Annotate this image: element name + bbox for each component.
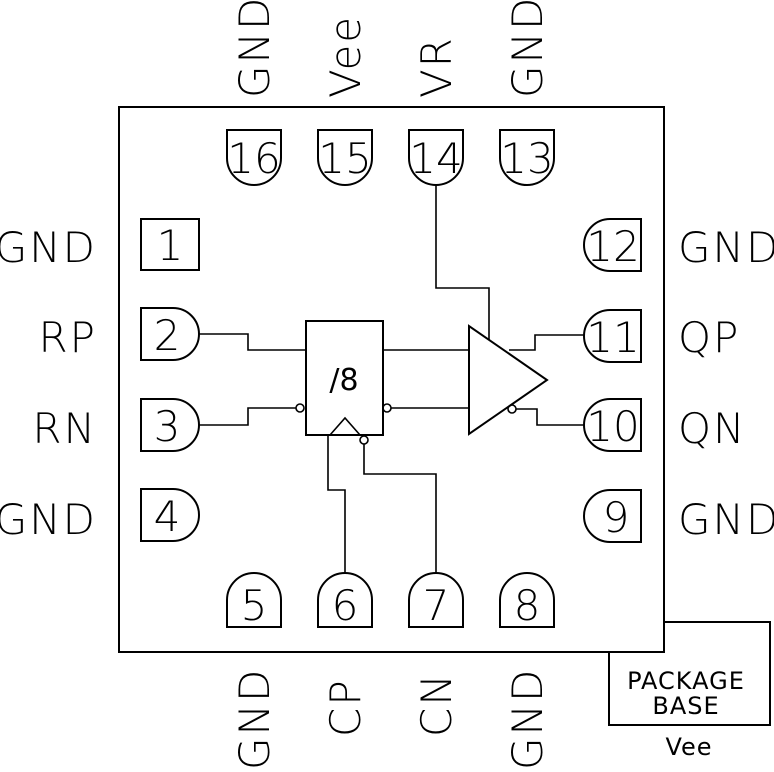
package-base-box (608, 621, 771, 726)
pin-2-number: 2 (154, 311, 181, 360)
pad-6 (317, 572, 373, 628)
pin-15-number: 15 (318, 134, 371, 183)
pad-9 (583, 489, 642, 543)
pad-11 (583, 309, 642, 363)
chip-body (118, 106, 665, 653)
divide-by-8-block (305, 320, 384, 436)
pin-6-name: CP (321, 678, 370, 737)
pin-3-number: 3 (154, 402, 181, 451)
pin-1-name: GND (0, 223, 97, 272)
pin-5-name: GND (230, 668, 279, 770)
pin-11-name: QP (678, 313, 740, 362)
pin-10-name: QN (678, 404, 746, 453)
pad-13 (499, 129, 555, 186)
pin-13-name: GND (503, 0, 552, 98)
pin-7-number: 7 (423, 581, 450, 630)
pad-2 (140, 307, 200, 361)
pad-8 (499, 572, 555, 628)
pin-12-name: GND (678, 223, 774, 272)
pad-4 (140, 488, 200, 542)
pin-3-name: RN (32, 404, 97, 453)
pad-15 (317, 129, 373, 186)
pin-8-name: GND (503, 668, 552, 770)
pad-7 (408, 572, 464, 628)
pin-9-name: GND (678, 495, 774, 544)
wire-cn (363, 444, 437, 573)
wire-vr (435, 185, 490, 340)
wire-cp (327, 435, 346, 573)
wire-qn (516, 408, 584, 426)
wire-rp (199, 333, 306, 351)
pad-12 (583, 218, 642, 272)
pad-10 (583, 398, 642, 452)
pad-14 (408, 129, 464, 186)
pin-13-number: 13 (500, 134, 553, 183)
pin-11-number: 11 (586, 313, 639, 362)
package-base-line2: BASE (652, 692, 719, 720)
pad-5 (226, 572, 282, 628)
pin-14-number: 14 (409, 134, 462, 183)
pin-14-name: VR (412, 36, 461, 98)
pad-16 (226, 129, 282, 186)
pin-16-name: GND (230, 0, 279, 98)
pin-12-number: 12 (586, 222, 639, 271)
pin-10-number: 10 (586, 402, 639, 451)
pad-1 (140, 218, 200, 271)
pin-9-number: 9 (603, 493, 630, 542)
pin-5-number: 5 (241, 581, 268, 630)
wire-qp (509, 334, 584, 351)
clock-triangle (329, 416, 361, 436)
package-base-net: Vee (665, 733, 712, 761)
package-base-line1: PACKAGE (627, 667, 745, 695)
pin-4-number: 4 (154, 492, 181, 541)
pin-15-name: Vee (321, 15, 370, 98)
wire-rn (199, 407, 296, 426)
divider-input-bubble (295, 403, 305, 413)
pin-4-name: GND (0, 495, 97, 544)
pin-2-name: RP (38, 313, 97, 362)
pad-3 (140, 398, 200, 452)
pin-8-number: 8 (514, 581, 541, 630)
pin-6-number: 6 (332, 581, 359, 630)
pin-7-name: CN (412, 672, 461, 737)
divider-label: /8 (329, 363, 358, 398)
pin-1-number: 1 (157, 221, 184, 270)
pin-16-number: 16 (227, 134, 280, 183)
